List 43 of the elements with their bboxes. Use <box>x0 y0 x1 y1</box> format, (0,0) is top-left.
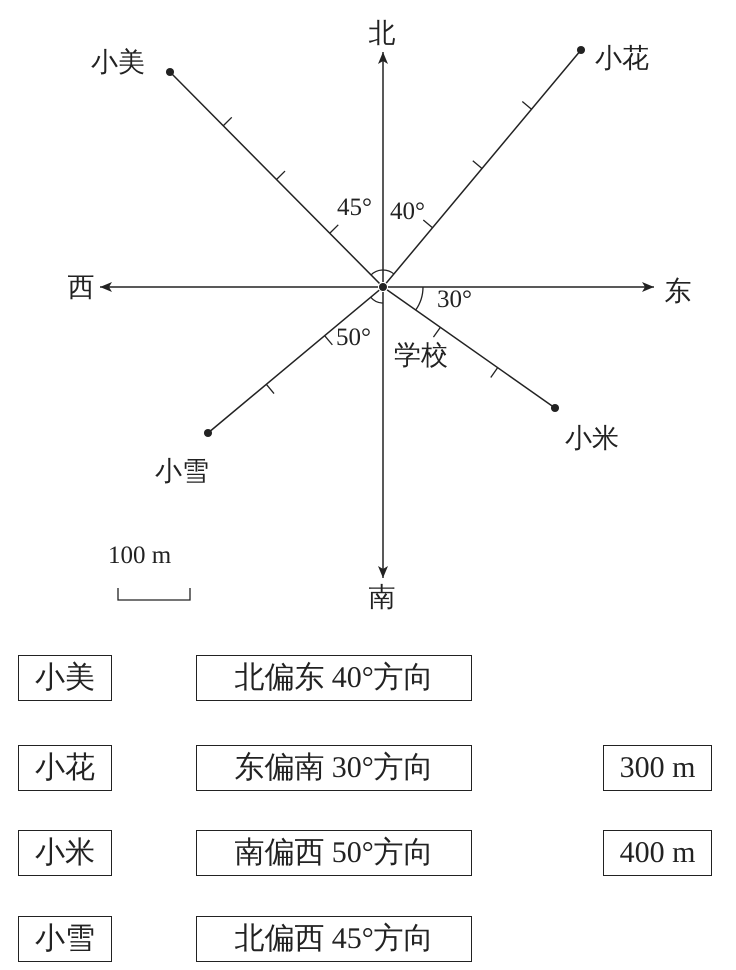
line-with-dot <box>386 46 586 284</box>
line-with-dot <box>204 290 380 438</box>
answer-box <box>196 745 472 791</box>
line-with-dot <box>166 68 380 284</box>
angle-label: 45° <box>337 195 372 220</box>
answer-box <box>18 655 112 701</box>
scale-label: 100 m <box>108 543 172 568</box>
direction-label: 北 <box>368 18 396 48</box>
direction-label: 南 <box>368 582 396 612</box>
answer-text: 小花 <box>35 753 95 783</box>
name-label: 小美 <box>86 46 150 78</box>
answer-box <box>18 916 112 962</box>
answer-box <box>196 916 472 962</box>
arrow <box>100 282 378 292</box>
answer-text: 300 m <box>620 753 696 783</box>
answer-box <box>196 655 472 701</box>
line-with-dot <box>386 289 560 412</box>
angle-label: 40° <box>390 199 425 224</box>
center-dot <box>379 283 387 291</box>
answer-box <box>196 830 472 876</box>
angle-label: 50° <box>336 325 371 350</box>
answer-text: 南偏西 50°方向 <box>234 838 434 868</box>
name-label: 小花 <box>590 42 654 74</box>
answer-text: 东偏南 30°方向 <box>234 753 434 783</box>
answer-box <box>603 745 712 791</box>
answer-box <box>603 830 712 876</box>
arrow <box>378 52 388 282</box>
place-label: 学校 <box>394 342 448 369</box>
name-label: 小雪 <box>150 455 214 487</box>
arrow <box>378 292 388 578</box>
direction-label: 西 <box>66 272 96 302</box>
answer-box <box>18 745 112 791</box>
answer-box <box>18 830 112 876</box>
answer-text: 小雪 <box>35 924 95 954</box>
answer-text: 小美 <box>35 663 95 693</box>
name-label: 小米 <box>560 422 624 454</box>
direction-label: 东 <box>662 276 694 306</box>
angle-label: 30° <box>437 287 472 312</box>
arrow <box>388 282 654 292</box>
answer-text: 北偏东 40°方向 <box>234 663 434 693</box>
answer-text: 北偏西 45°方向 <box>234 924 434 954</box>
answer-text: 小米 <box>35 838 95 868</box>
answer-text: 400 m <box>620 838 696 868</box>
